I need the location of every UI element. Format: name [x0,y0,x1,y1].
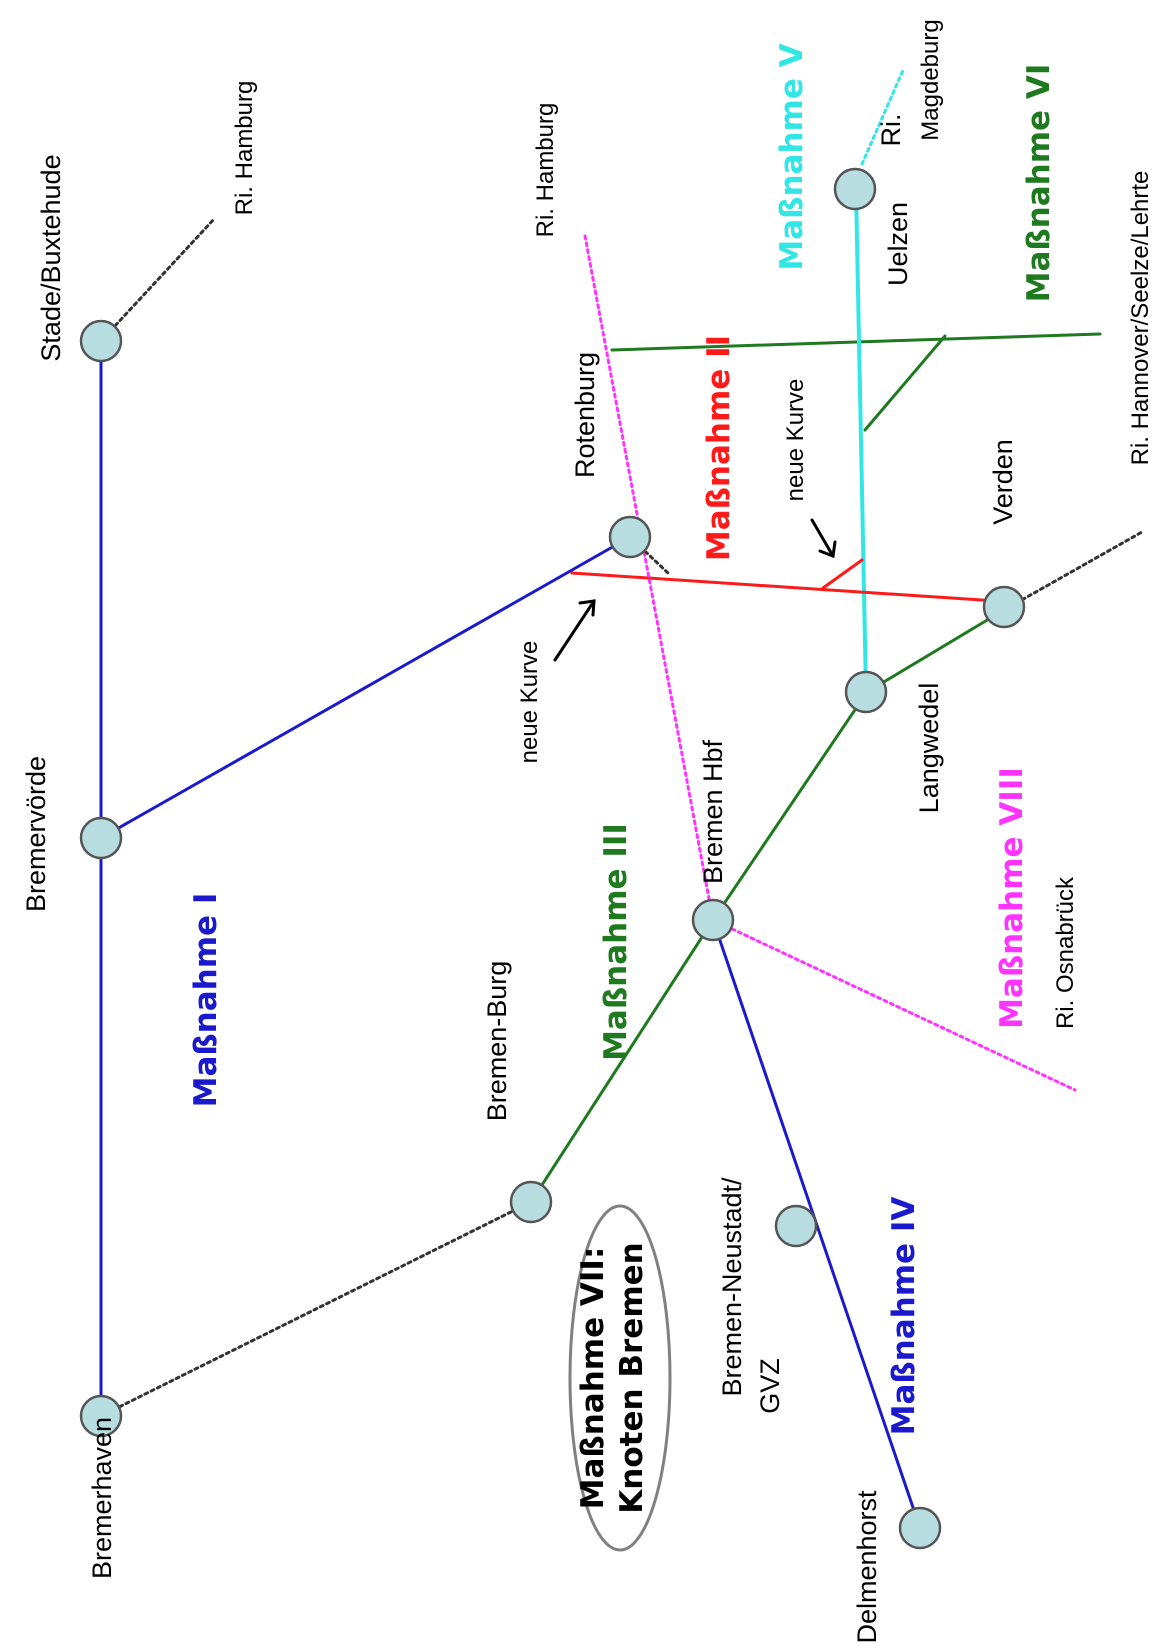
label-bremen-burg: Bremen-Burg [482,961,512,1122]
label-ri-hamburg-rotenburg: Ri. Hamburg [532,103,559,238]
line-bremenburg-bremenhbf [529,918,715,1204]
label-bremerhaven: Bremerhaven [87,1417,117,1579]
arrow-neue-kurve-2 [810,518,837,559]
direction-labels: Ri. Hamburg Ri. Hamburg Ri. Magdeburg Ri… [231,19,1154,1029]
label-uelzen: Uelzen [883,202,913,286]
line-massnahme-vi-curve [863,334,947,432]
label-massnahme-v: Maßnahme V [774,43,810,270]
station-rotenburg [608,515,652,559]
station-delmenhorst [898,1506,942,1550]
label-bremen-neustadt-2: GVZ [755,1358,785,1414]
line-bremenhbf-langwedel [711,690,869,922]
label-massnahme-viii: Maßnahme VIII [994,767,1030,1029]
knoten-bremen-ellipse [568,1204,672,1552]
line-massnahme-vi [610,332,1102,352]
arrows [553,518,837,662]
line-stade-hamburg [99,216,217,343]
label-ri-magdeburg-1: Ri. [876,114,906,147]
route-lines [99,66,1144,1530]
line-uelzen-magdeburg [860,66,906,166]
stations [79,167,1026,1550]
line-langwedel-uelzen [854,188,868,694]
label-bremen-hbf: Bremen Hbf [698,739,728,884]
label-bremen-neustadt-1: Bremen-Neustadt/ [717,1177,747,1397]
arrow-neue-kurve-1 [553,599,596,662]
station-bremervoerde [79,816,123,860]
label-massnahme-vii-2: Knoten Bremen [614,1242,650,1513]
label-bremervoerde: Bremervörde [21,756,51,912]
label-verden: Verden [988,439,1018,525]
station-bremen-neustadt [774,1204,818,1248]
label-ri-hamburg-stade: Ri. Hamburg [231,81,258,216]
label-massnahme-ii: Maßnahme II [701,335,737,561]
station-bremen-burg [509,1180,553,1224]
label-stade: Stade/Buxtehude [36,154,66,361]
measure-labels: Maßnahme I Maßnahme II Maßnahme III Maßn… [188,43,1057,1513]
line-massnahme-viii-hamburg [583,234,715,922]
label-ri-osnabrueck: Ri. Osnabrück [1052,876,1079,1029]
line-langwedel-verden [865,608,1006,694]
annotation-labels: neue Kurve neue Kurve [516,379,809,764]
label-langwedel: Langwedel [914,683,944,814]
label-massnahme-iv: Maßnahme IV [886,1197,922,1436]
station-stade [79,319,123,363]
line-massnahme-ii-curve [821,558,864,590]
station-bremerhaven [79,1394,123,1438]
label-ri-hannover: Ri. Hannover/Seelze/Lehrte [1127,171,1154,466]
line-bremerhaven-bremenburg [99,1200,533,1418]
line-bremervoerde-rotenburg [99,535,632,840]
station-uelzen [833,167,877,211]
line-massnahme-ii [570,571,999,603]
station-langwedel [844,670,888,714]
station-verden [982,585,1026,629]
line-verden-hannover [1002,530,1144,612]
label-rotenburg: Rotenburg [570,352,600,478]
label-massnahme-iii: Maßnahme III [598,823,634,1061]
label-neue-kurve-1: neue Kurve [516,641,543,764]
label-neue-kurve-2: neue Kurve [782,379,809,502]
station-bremen-hbf [691,898,735,942]
line-massnahme-viii-osnabrueck [711,918,1077,1092]
label-massnahme-i: Maßnahme I [188,893,224,1108]
label-massnahme-vii-1: Maßnahme VII: [575,1247,611,1510]
label-massnahme-vi: Maßnahme VI [1021,64,1057,303]
label-ri-magdeburg-2: Magdeburg [917,19,944,140]
station-labels: Bremerhaven Bremervörde Stade/Buxtehude … [21,154,1018,1643]
label-delmenhorst: Delmenhorst [852,1490,882,1644]
